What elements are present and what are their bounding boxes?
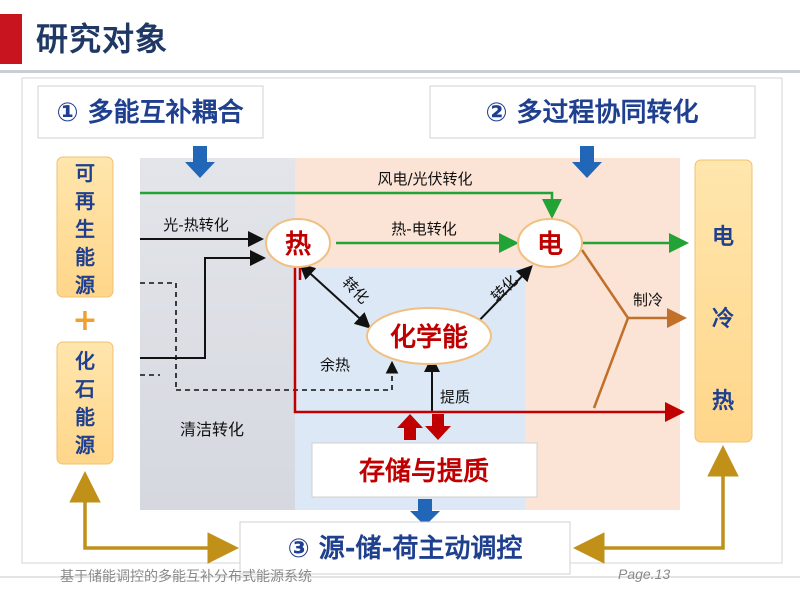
electricity-node xyxy=(517,218,583,268)
renewable-char-5: 源 xyxy=(75,273,95,297)
heat-chem-conversion-line xyxy=(299,263,371,329)
conversion-region-top xyxy=(295,158,680,268)
heat-node xyxy=(265,218,331,268)
fossil-energy-box xyxy=(56,341,114,465)
title-accent-bar xyxy=(0,14,22,64)
renewable-char-1: 可 xyxy=(75,161,95,185)
fossil-char-3: 能 xyxy=(75,405,95,429)
output-electricity: 电 xyxy=(712,225,734,250)
coupling-region xyxy=(140,158,295,510)
label-storage-upgrade: 存储与提质 xyxy=(359,456,489,487)
renewable-energy-box xyxy=(56,156,114,298)
label-refrigeration: 制冷 xyxy=(633,291,663,309)
control-to-source-arrow xyxy=(69,471,239,564)
electricity-node-label: 电 xyxy=(537,230,563,260)
label-wind-pv: 风电/光伏转化 xyxy=(377,170,472,188)
label-source-storage-load-control: ③ 源-储-荷主动调控 xyxy=(288,533,523,564)
down-arrow-icon-conversion xyxy=(572,146,602,178)
output-box xyxy=(694,159,753,443)
fossil-char-2: 石 xyxy=(74,377,95,401)
down-arrow-icon-control xyxy=(410,499,440,526)
box-multi-energy-coupling xyxy=(37,85,264,139)
renewable-char-4: 能 xyxy=(75,245,95,269)
control-to-output-arrow xyxy=(573,445,739,564)
title-divider xyxy=(0,70,800,73)
label-upgrade: 提质 xyxy=(440,388,470,406)
clean-conversion-dashed-line xyxy=(176,360,399,391)
plus-sign: + xyxy=(72,303,97,338)
fossil-char-4: 源 xyxy=(75,433,95,457)
storage-upgrade-box xyxy=(311,442,538,498)
footer-text: 基于储能调控的多能互补分布式能源系统 xyxy=(60,569,312,585)
output-cooling: 冷 xyxy=(712,306,734,332)
label-multi-energy-coupling: ① 多能互补耦合 xyxy=(56,97,244,128)
storage-up-arrow-icon xyxy=(397,414,423,440)
fossil-to-heat-line xyxy=(140,250,266,359)
label-clean-conversion: 清洁转化 xyxy=(180,420,244,439)
renewable-char-2: 再 xyxy=(75,189,95,213)
fossil-char-1: 化 xyxy=(75,349,95,373)
label-heat-electricity: 热-电转化 xyxy=(391,220,456,238)
box-source-storage-load-control xyxy=(239,521,571,575)
label-multi-process-conversion: ② 多过程协同转化 xyxy=(485,98,698,128)
chemical-energy-node-label: 化学能 xyxy=(390,322,468,353)
page-number: Page.13 xyxy=(618,566,671,582)
output-heat: 热 xyxy=(712,388,734,414)
heat-node-label: 热 xyxy=(285,230,311,260)
refrigeration-branch-down xyxy=(592,317,630,409)
title-bar: 研究对象 xyxy=(0,0,800,76)
heat-output-line xyxy=(293,264,685,422)
down-arrow-icon-coupling xyxy=(185,146,215,178)
wind-pv-flow-line xyxy=(140,191,562,219)
renewable-char-3: 生 xyxy=(75,217,95,241)
chemical-energy-node xyxy=(366,307,492,365)
storage-down-arrow-icon xyxy=(425,414,451,440)
dashed-clean-line-1 xyxy=(140,282,177,390)
label-waste-heat: 余热 xyxy=(320,356,350,374)
page-title: 研究对象 xyxy=(36,20,169,58)
refrigeration-branch-in xyxy=(580,249,630,319)
label-solar-thermal: 光-热转化 xyxy=(163,216,228,234)
box-multi-process-conversion xyxy=(429,85,756,139)
